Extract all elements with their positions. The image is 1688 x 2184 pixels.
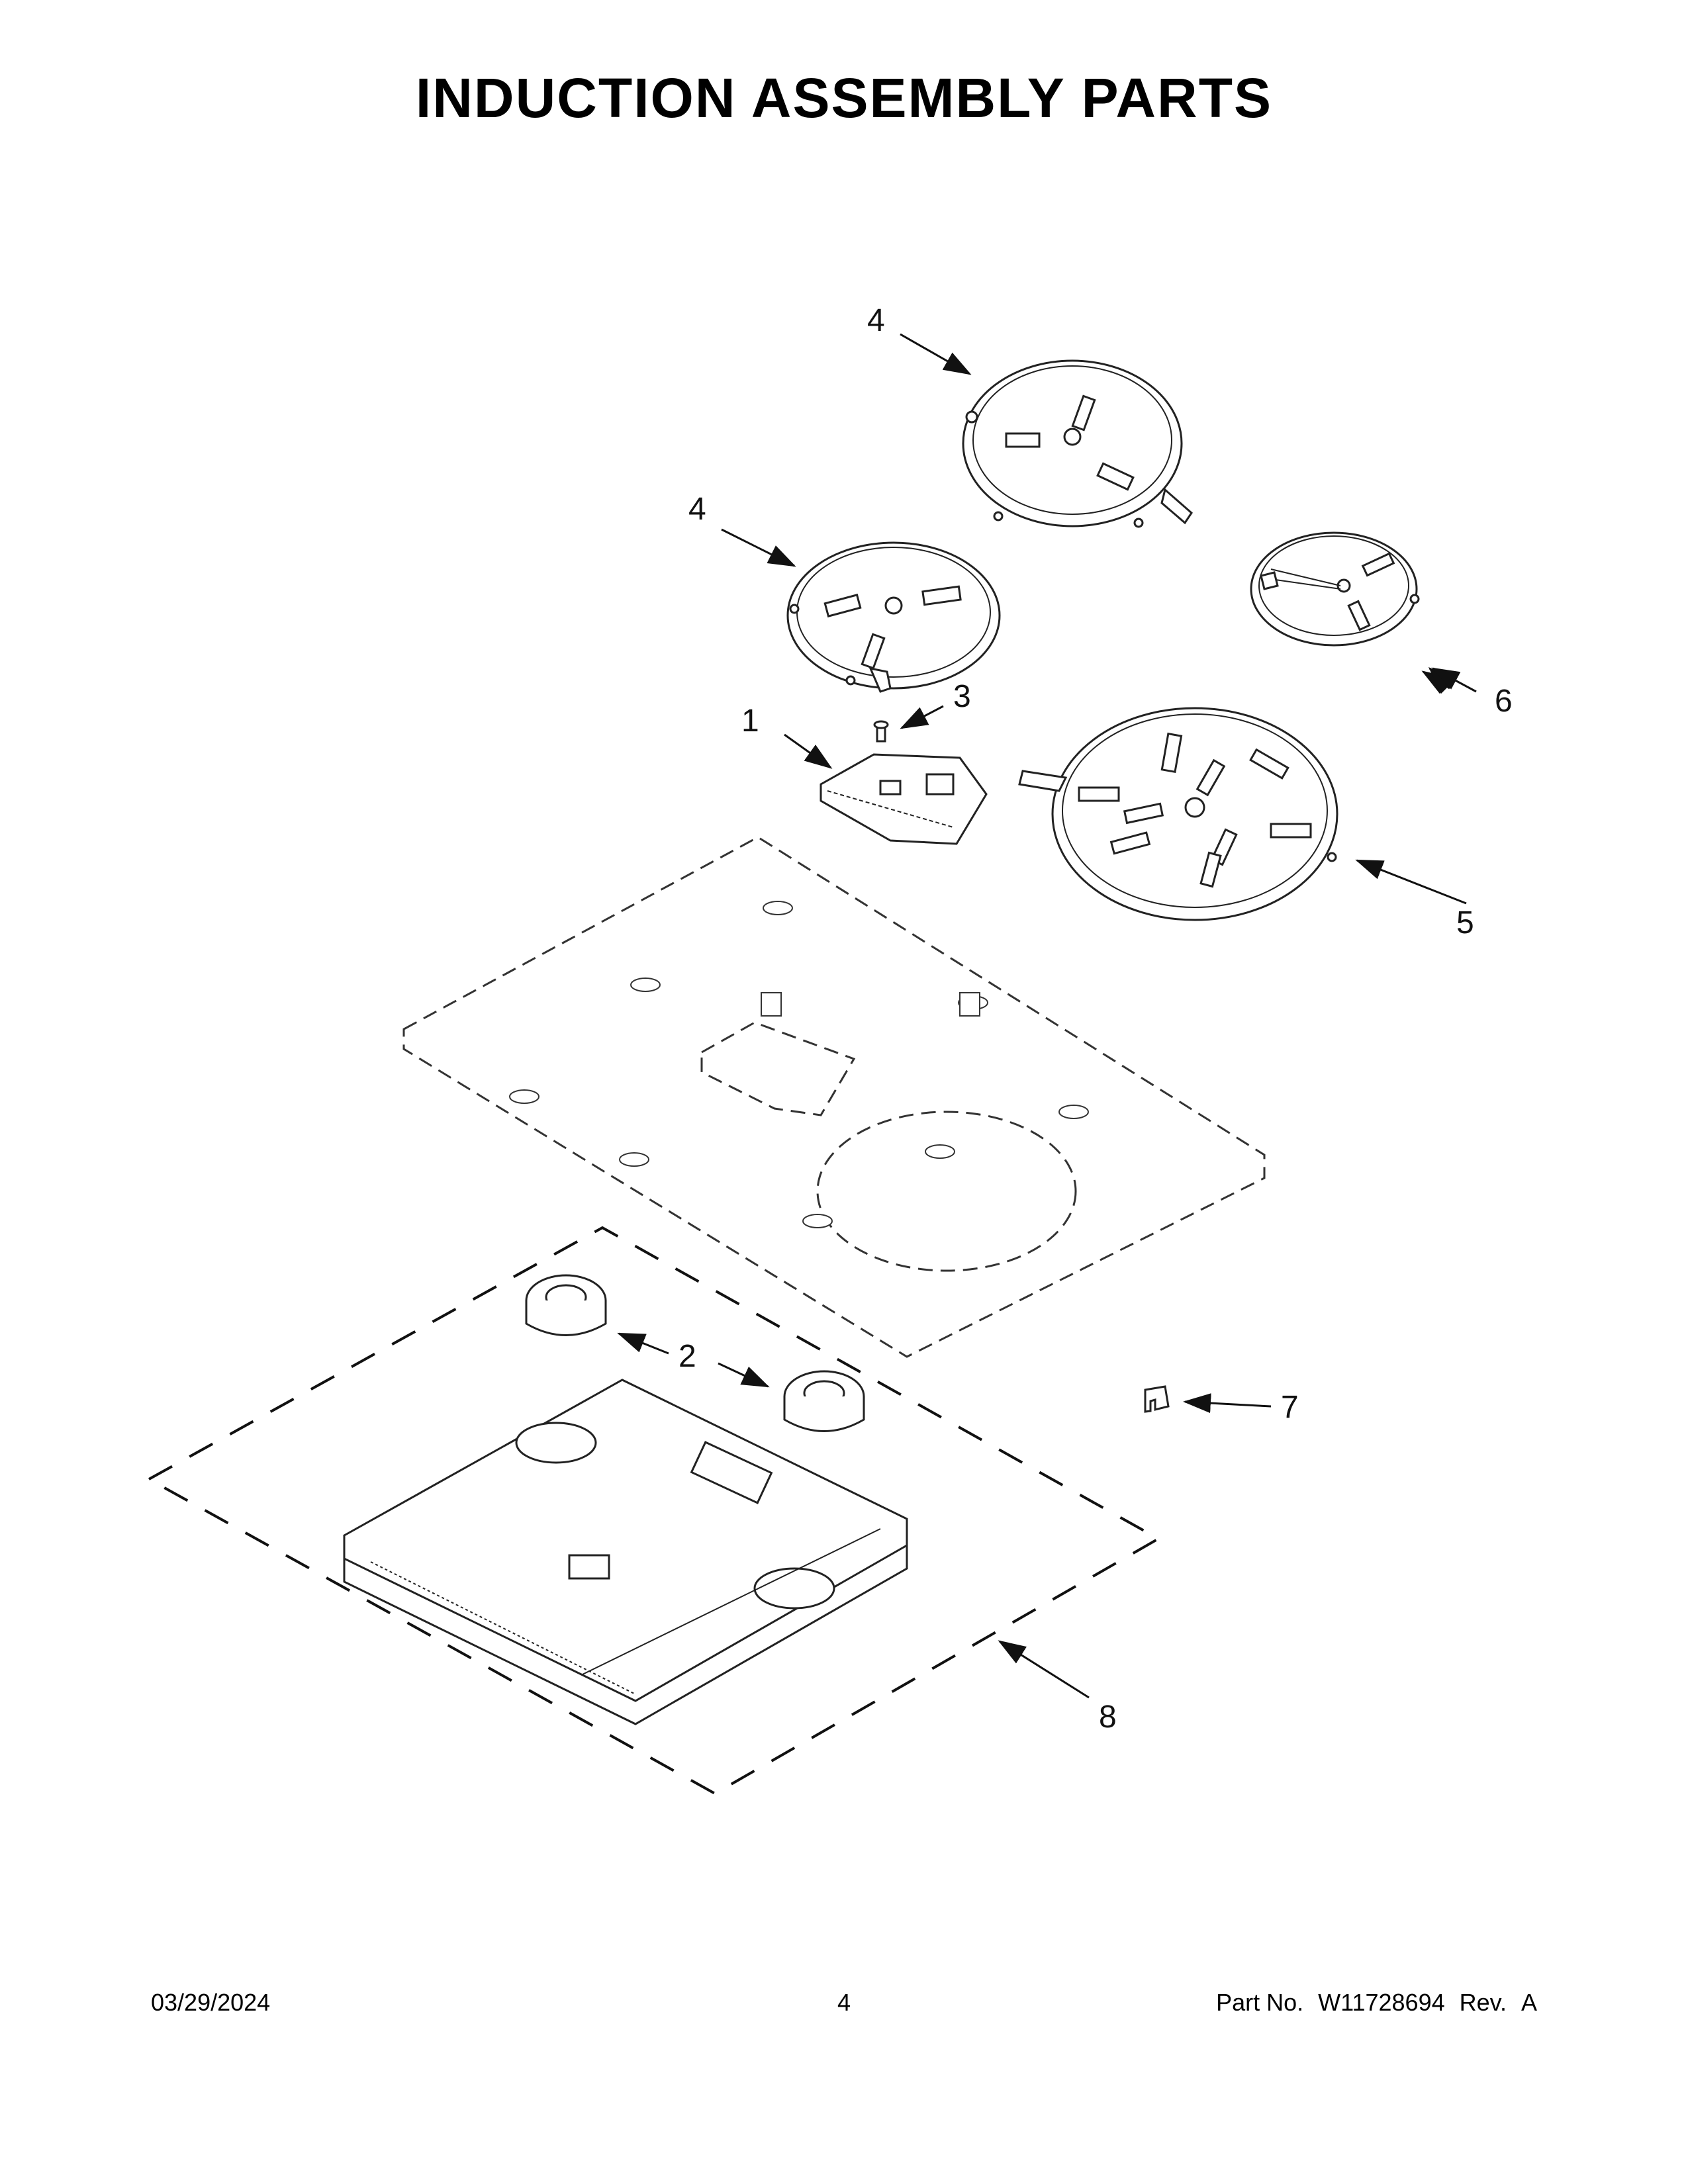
footer-part-info: Part No. W11728694 Rev. A (1216, 1989, 1537, 2017)
base-assembly-8 (343, 1379, 908, 1725)
screw-3 (873, 720, 889, 743)
page-title: INDUCTION ASSEMBLY PARTS (415, 67, 1273, 129)
footer-part-label: Part No. (1216, 1989, 1304, 2016)
callout-2: 2 (679, 1339, 696, 1374)
element-4-upper (962, 359, 1193, 528)
callout-5: 5 (1456, 905, 1474, 940)
element-5 (1018, 707, 1338, 921)
footer-page-number: 4 (837, 1989, 851, 2016)
element-6 (1250, 531, 1420, 647)
callout-3: 3 (953, 679, 971, 714)
element-4-lower (786, 541, 1001, 693)
footer-rev-label: Rev. (1459, 1989, 1507, 2016)
callout-4-upper: 4 (867, 303, 885, 338)
callout-4-lower: 4 (688, 492, 706, 527)
footer-date: 03/29/2024 (151, 1989, 271, 2016)
callout-1: 1 (741, 704, 759, 739)
callout-7: 7 (1281, 1390, 1299, 1425)
footer-rev-value: A (1521, 1989, 1537, 2016)
fan-2-right (783, 1370, 865, 1432)
cooktop-glass-outline (402, 836, 1266, 1358)
fan-2-left (525, 1274, 607, 1336)
footer-part-number: W11728694 (1318, 1989, 1445, 2016)
callout-8: 8 (1099, 1700, 1117, 1735)
control-board-1 (820, 753, 988, 845)
cooktop-glass-details (509, 901, 1089, 1228)
clip-7 (1144, 1385, 1170, 1413)
callout-arrows (617, 333, 1477, 1699)
callout-6: 6 (1495, 684, 1513, 719)
base-assembly-8-boundary (146, 1226, 1162, 1796)
